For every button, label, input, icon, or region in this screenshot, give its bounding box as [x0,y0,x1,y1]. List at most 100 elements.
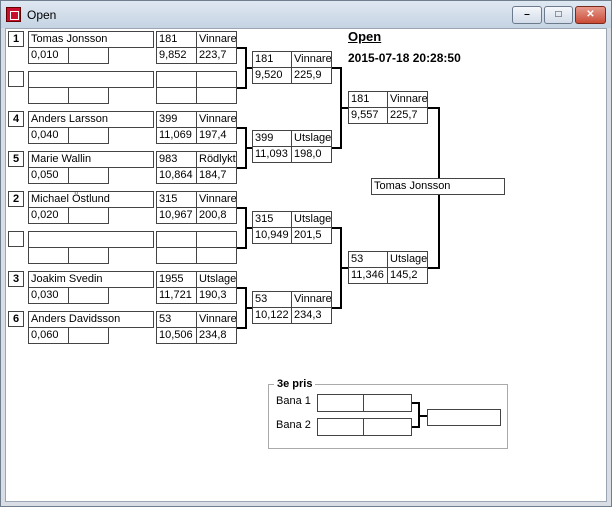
reaction-time-field[interactable] [28,87,69,104]
third-lane2-name[interactable] [317,418,364,436]
result-field[interactable]: Vinnare [387,91,428,108]
extra-field[interactable] [68,287,109,304]
elapsed-time-field[interactable] [156,87,197,104]
driver-name-field[interactable]: Michael Östlund [28,191,154,208]
elapsed-time-field[interactable]: 11,093 [252,146,292,163]
lane-number-field[interactable] [156,71,197,88]
result-field[interactable]: Utslagen [387,251,428,268]
reaction-time-field[interactable]: 0,040 [28,127,69,144]
elapsed-time-field[interactable]: 10,967 [156,207,197,224]
lane-number-field[interactable]: 315 [156,191,197,208]
third-lane1-name[interactable] [317,394,364,412]
lane-number-field[interactable] [156,231,197,248]
seed-box[interactable]: 1 [8,31,24,47]
driver-name-field[interactable]: Tomas Jonsson [28,31,154,48]
result-field[interactable] [196,71,237,88]
result-field[interactable]: Vinnare [196,191,237,208]
lane-number-field[interactable]: 1955 [156,271,197,288]
extra-field[interactable] [68,127,109,144]
driver-name-field[interactable]: Anders Davidsson [28,311,154,328]
extra-field[interactable] [68,207,109,224]
lane-number-field[interactable]: 399 [156,111,197,128]
elapsed-time-field[interactable]: 9,557 [348,107,388,124]
speed-field[interactable]: 200,8 [196,207,237,224]
lane-number-field[interactable]: 315 [252,211,292,228]
elapsed-time-field[interactable]: 10,122 [252,307,292,324]
elapsed-time-field[interactable]: 10,949 [252,227,292,244]
extra-field[interactable] [68,327,109,344]
seed-box[interactable]: 4 [8,111,24,127]
minimize-button[interactable]: ⎯ [512,6,542,24]
seed-box[interactable]: 6 [8,311,24,327]
speed-field[interactable]: 223,7 [196,47,237,64]
third-lane1-value[interactable] [363,394,412,412]
speed-field[interactable]: 145,2 [387,267,428,284]
title-bar[interactable]: Open ⎯ □ ✕ [1,1,611,28]
reaction-time-field[interactable] [28,247,69,264]
result-field[interactable]: Rödlykta [196,151,237,168]
reaction-time-field[interactable]: 0,030 [28,287,69,304]
result-field[interactable]: Vinnare [291,51,332,68]
third-winner-field[interactable] [427,409,501,426]
lane-number-field[interactable]: 181 [348,91,388,108]
speed-field[interactable]: 198,0 [291,146,332,163]
seed-box[interactable] [8,231,24,247]
app-icon[interactable] [6,7,21,22]
driver-name-field[interactable] [28,71,154,88]
driver-name-field[interactable]: Anders Larsson [28,111,154,128]
winner-field[interactable]: Tomas Jonsson [371,178,505,195]
elapsed-time-field[interactable] [156,247,197,264]
result-field[interactable]: Vinnare [196,111,237,128]
page-title: Open [348,29,382,44]
reaction-time-field[interactable]: 0,020 [28,207,69,224]
elapsed-time-field[interactable]: 10,506 [156,327,197,344]
lane-number-field[interactable]: 53 [252,291,292,308]
extra-field[interactable] [68,247,109,264]
elapsed-time-field[interactable]: 11,346 [348,267,388,284]
lane-number-field[interactable]: 53 [156,311,197,328]
result-field[interactable]: Vinnare [196,31,237,48]
speed-field[interactable]: 225,7 [387,107,428,124]
third-lane2-value[interactable] [363,418,412,436]
reaction-time-field[interactable]: 0,060 [28,327,69,344]
speed-field[interactable] [196,87,237,104]
maximize-button[interactable]: □ [544,6,573,24]
seed-box[interactable]: 5 [8,151,24,167]
elapsed-time-field[interactable]: 10,864 [156,167,197,184]
speed-field[interactable]: 225,9 [291,67,332,84]
lane-number-field[interactable]: 983 [156,151,197,168]
lane-number-field[interactable]: 399 [252,130,292,147]
speed-field[interactable]: 234,8 [196,327,237,344]
seed-box[interactable]: 3 [8,271,24,287]
elapsed-time-field[interactable]: 9,852 [156,47,197,64]
extra-field[interactable] [68,87,109,104]
lane-number-field[interactable]: 181 [156,31,197,48]
seed-box[interactable]: 2 [8,191,24,207]
result-field[interactable] [196,231,237,248]
result-field[interactable]: Vinnare [291,291,332,308]
result-field[interactable]: Utslagen [291,130,332,147]
driver-name-field[interactable]: Marie Wallin [28,151,154,168]
speed-field[interactable]: 234,3 [291,307,332,324]
driver-name-field[interactable] [28,231,154,248]
lane-number-field[interactable]: 53 [348,251,388,268]
result-field[interactable]: Vinnare [196,311,237,328]
reaction-time-field[interactable]: 0,050 [28,167,69,184]
extra-field[interactable] [68,167,109,184]
extra-field[interactable] [68,47,109,64]
reaction-time-field[interactable]: 0,010 [28,47,69,64]
result-field[interactable]: Utslagen [196,271,237,288]
seed-box[interactable] [8,71,24,87]
close-button[interactable]: ✕ [575,6,606,24]
elapsed-time-field[interactable]: 11,069 [156,127,197,144]
driver-name-field[interactable]: Joakim Svedin [28,271,154,288]
speed-field[interactable]: 197,4 [196,127,237,144]
lane-number-field[interactable]: 181 [252,51,292,68]
speed-field[interactable]: 201,5 [291,227,332,244]
speed-field[interactable]: 190,3 [196,287,237,304]
speed-field[interactable]: 184,7 [196,167,237,184]
result-field[interactable]: Utslagen [291,211,332,228]
elapsed-time-field[interactable]: 11,721 [156,287,197,304]
elapsed-time-field[interactable]: 9,520 [252,67,292,84]
speed-field[interactable] [196,247,237,264]
